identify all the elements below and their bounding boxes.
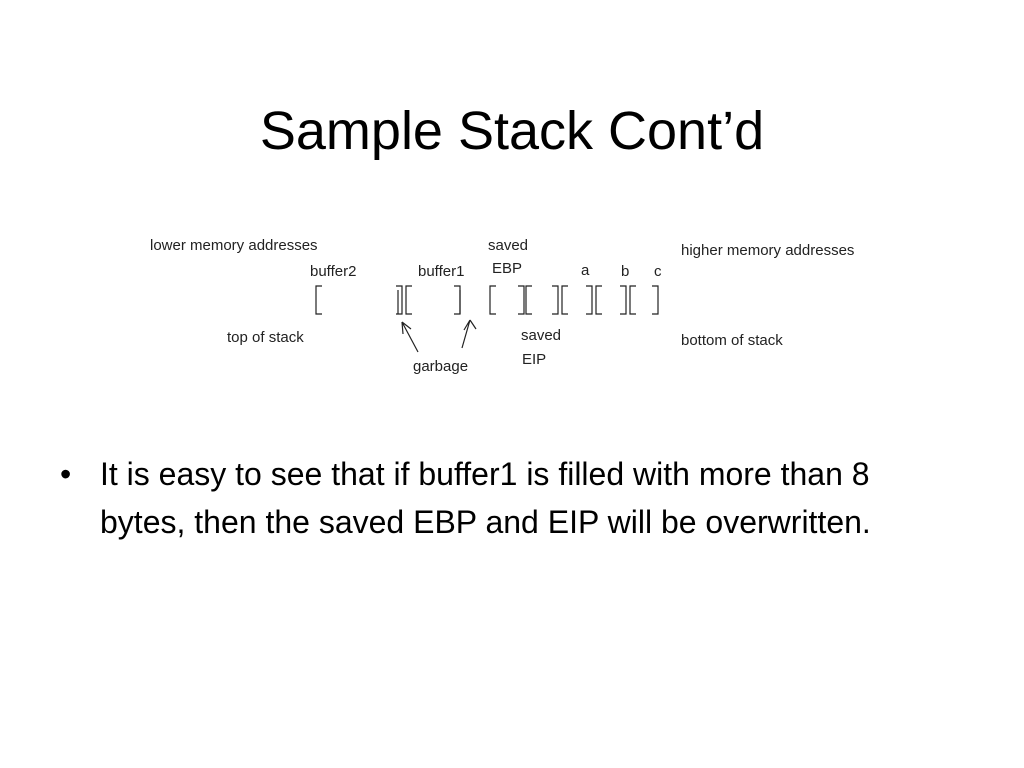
bullet-marker: •: [60, 456, 72, 492]
buffer1-label: buffer1: [418, 263, 464, 280]
c-cell: [629, 285, 659, 315]
garbage-label: garbage: [413, 358, 468, 375]
c-label: c: [654, 263, 662, 280]
stack-diagram: lower memory addresses buffer2 buffer1 s…: [150, 237, 854, 375]
buffer1-cell: [405, 285, 461, 315]
buffer2-cell: [315, 285, 403, 315]
b-label: b: [621, 263, 629, 280]
top-of-stack-label: top of stack: [227, 329, 304, 346]
saved-eip-label-line2: EIP: [522, 351, 546, 368]
lower-memory-label: lower memory addresses: [150, 237, 318, 254]
saved-ebp-cell: [489, 285, 525, 315]
higher-memory-label: higher memory addresses: [681, 242, 854, 259]
bullet-text: It is easy to see that if buffer1 is fil…: [100, 456, 871, 540]
saved-ebp-label-line1: saved: [488, 237, 528, 254]
bullet-list: • It is easy to see that if buffer1 is f…: [60, 450, 960, 546]
bottom-of-stack-label: bottom of stack: [681, 332, 783, 349]
saved-eip-label-line1: saved: [521, 327, 561, 344]
a-label: a: [581, 262, 590, 279]
a-cell: [561, 285, 593, 315]
stack-cells: [315, 285, 659, 315]
b-cell: [595, 285, 627, 315]
garbage-arrow-left: [401, 321, 419, 353]
slide-title: Sample Stack Cont’d: [259, 101, 765, 162]
buffer2-label: buffer2: [310, 263, 356, 280]
saved-ebp-label-line2: EBP: [492, 260, 522, 277]
bullet-item: • It is easy to see that if buffer1 is f…: [60, 450, 960, 546]
garbage-arrow-right: [461, 319, 477, 349]
saved-eip-cell: [525, 285, 559, 315]
